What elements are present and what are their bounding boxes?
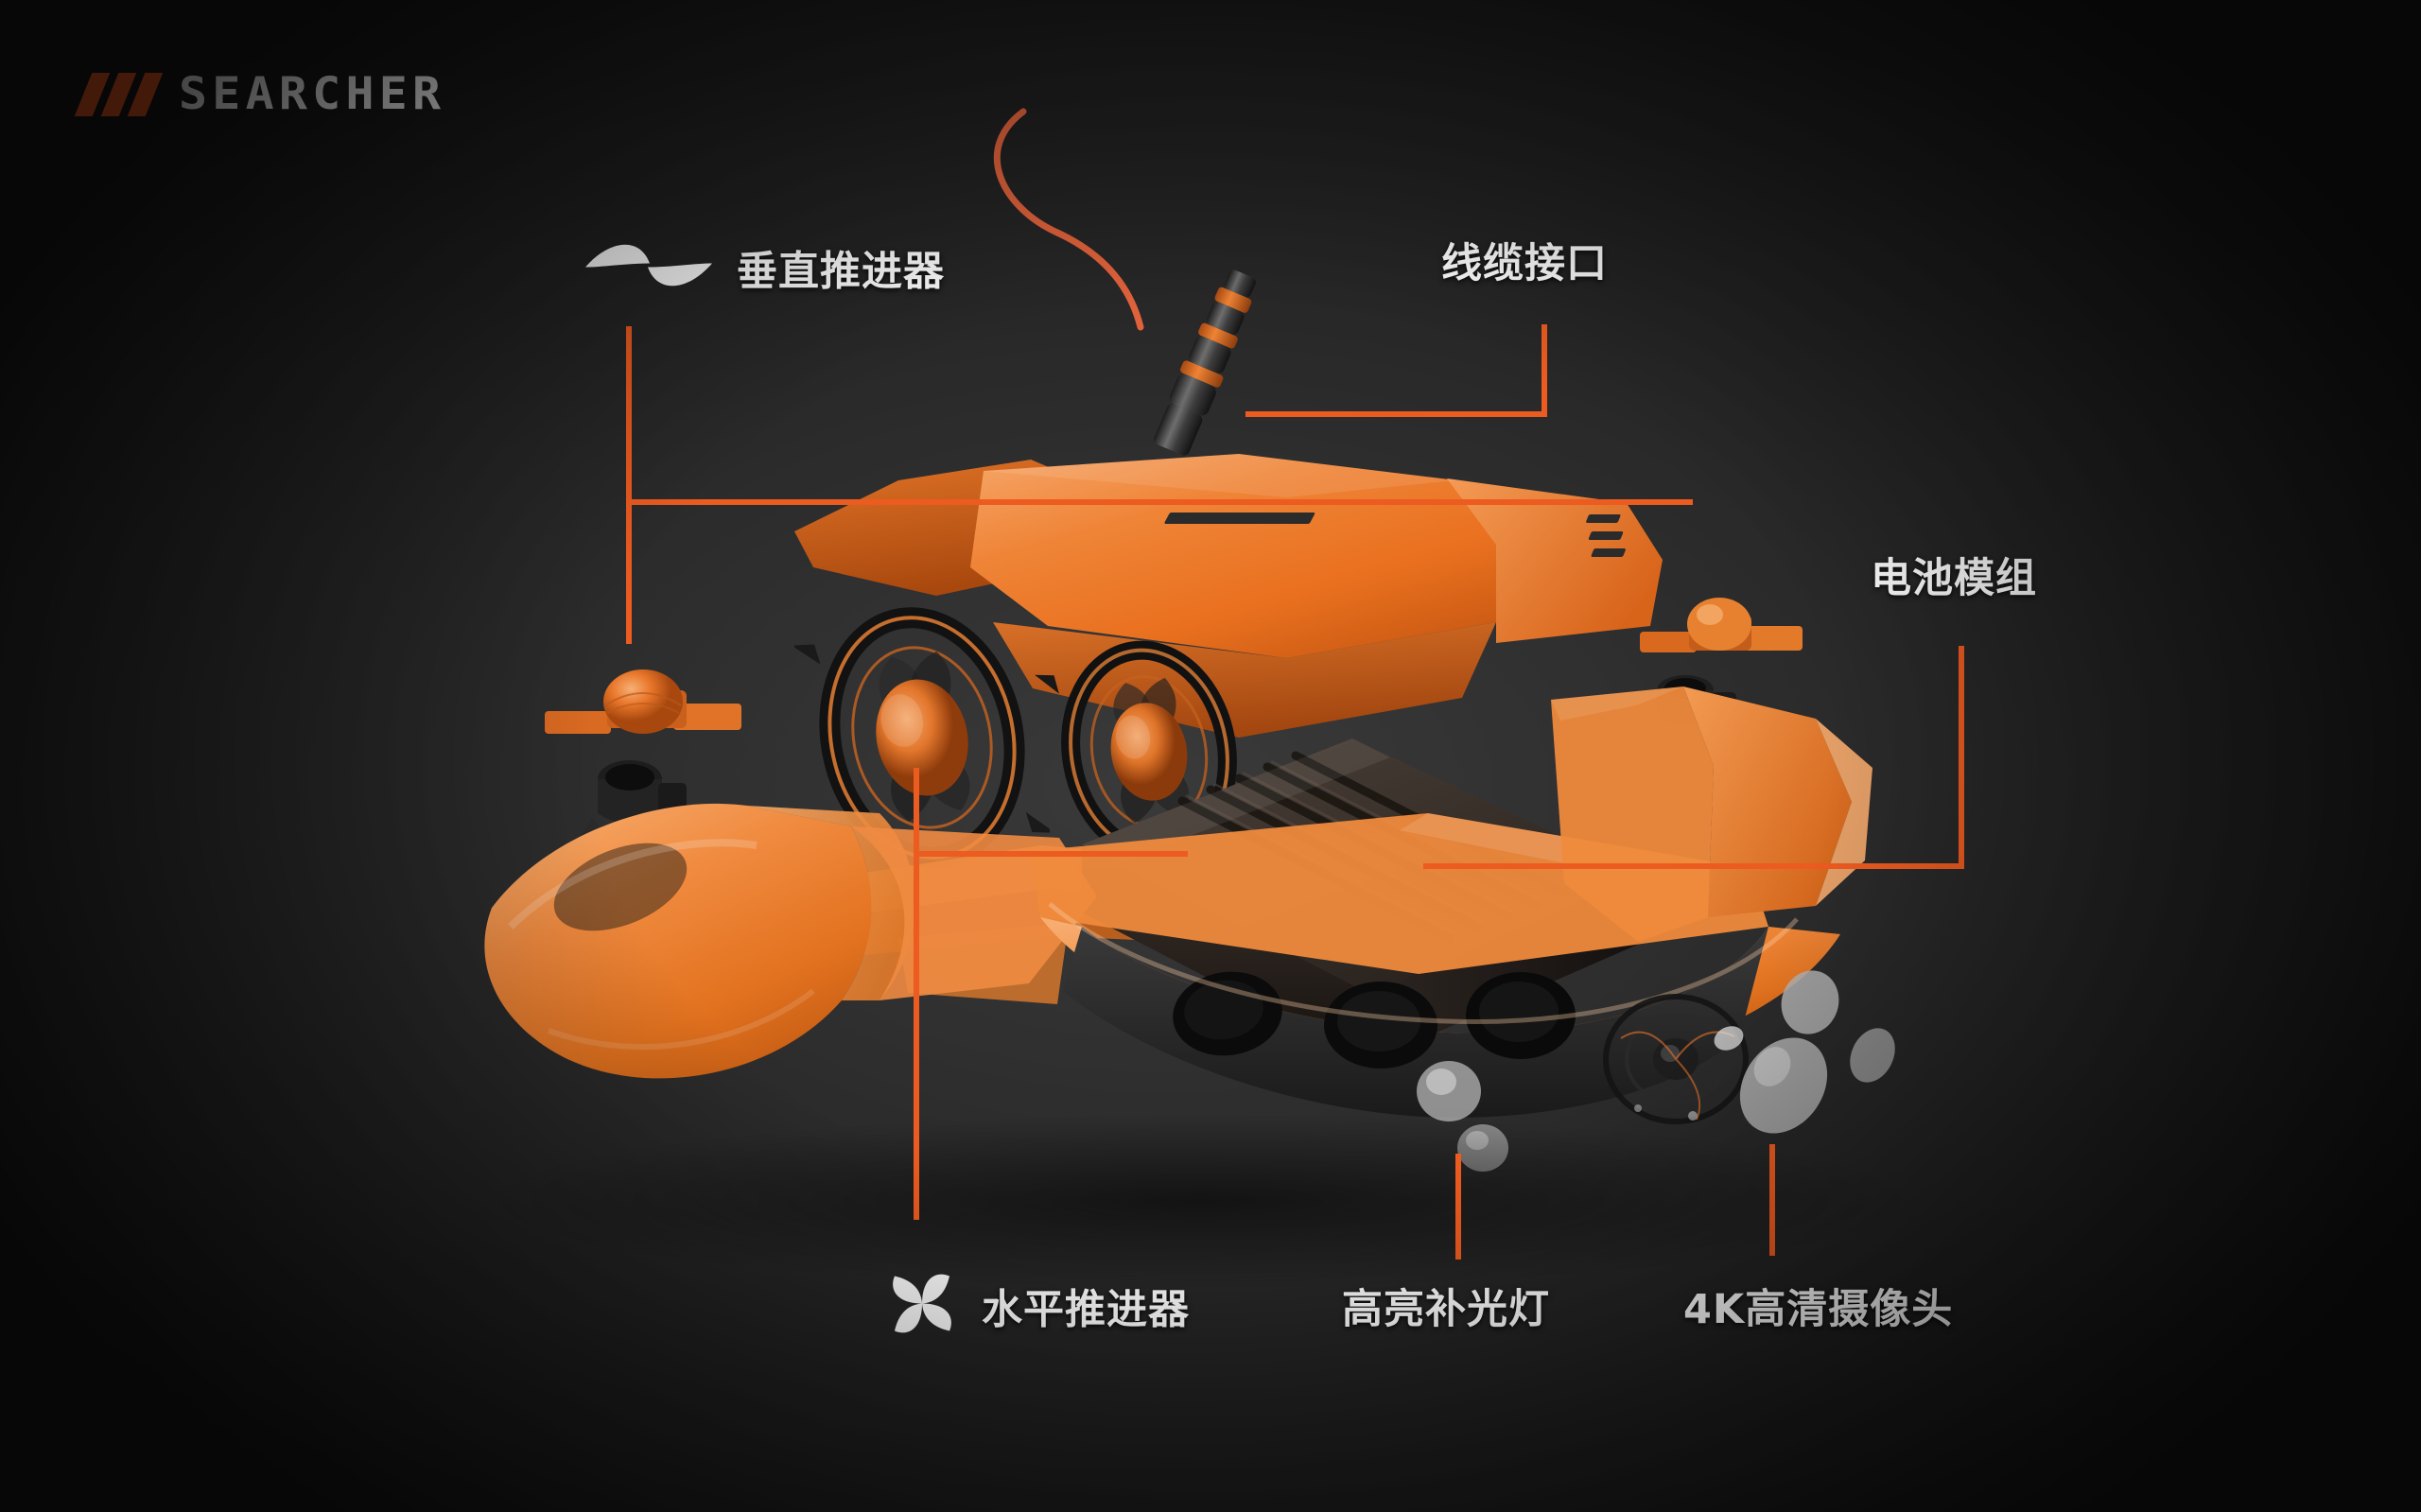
four-blade-fan-icon (883, 1265, 961, 1347)
callout-horizontal-thruster: 水平推进器 (883, 1265, 1190, 1347)
callout-hd-camera: 4K高清摄像头 (1683, 1277, 1953, 1335)
callout-label-vertical-thruster: 垂直推进器 (737, 248, 945, 295)
callout-vertical-thruster: 垂直推进器 (582, 232, 945, 304)
tail-fin-plates (1551, 686, 1872, 942)
callout-battery-module: 电池模组 (1871, 546, 2037, 604)
callout-label-cable-interface: 线缆接口 (1441, 240, 1608, 287)
callout-cable-interface: 线缆接口 (1441, 231, 1608, 289)
lower-hull-left (484, 803, 1097, 1079)
brand-logo: SEARCHER (74, 68, 441, 120)
callout-fill-light: 高亮补光灯 (1342, 1277, 1550, 1335)
triple-slash-icon (74, 72, 164, 116)
brand-name: SEARCHER (179, 68, 446, 120)
two-blade-propeller-icon (582, 232, 716, 304)
callout-label-horizontal-thruster: 水平推进器 (982, 1286, 1190, 1333)
callout-label-battery-module: 电池模组 (1871, 555, 2037, 602)
callout-label-fill-light: 高亮补光灯 (1342, 1286, 1550, 1333)
ground-shadow (492, 1116, 1910, 1286)
callout-label-hd-camera: 4K高清摄像头 (1683, 1286, 1954, 1333)
